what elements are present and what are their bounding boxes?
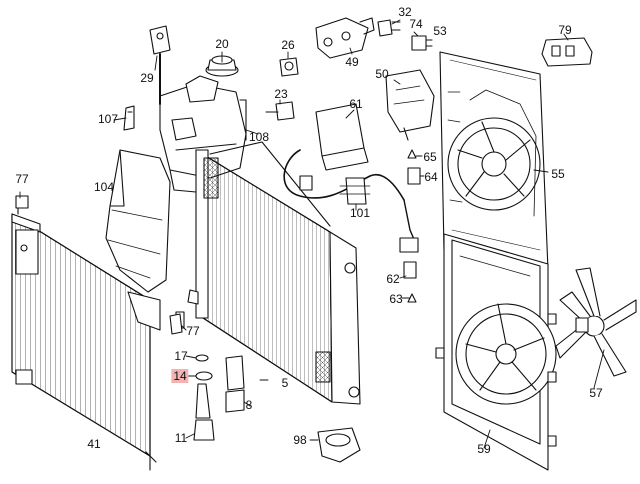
callout-20[interactable]: 20 xyxy=(215,37,229,51)
module-79 xyxy=(541,37,593,67)
callout-32[interactable]: 32 xyxy=(398,5,412,19)
sensor-65 xyxy=(407,149,417,159)
callout-49[interactable]: 49 xyxy=(345,55,359,69)
callout-53[interactable]: 53 xyxy=(433,24,447,38)
air-duct-104 xyxy=(105,149,171,293)
callout-8[interactable]: 8 xyxy=(245,398,253,412)
callout-77-left[interactable]: 77 xyxy=(15,172,29,186)
sensor-assembly-50 xyxy=(385,69,435,141)
relay-53 xyxy=(411,35,433,51)
fan-shroud-55 xyxy=(439,51,549,271)
sensor-62 xyxy=(403,261,417,279)
sender-29 xyxy=(149,25,171,105)
bracket-77-center xyxy=(169,313,183,335)
callout-98[interactable]: 98 xyxy=(293,433,307,447)
callout-65[interactable]: 65 xyxy=(423,150,437,164)
callout-101[interactable]: 101 xyxy=(349,206,371,220)
fan-blade-57 xyxy=(555,267,637,377)
callout-104[interactable]: 104 xyxy=(93,180,115,194)
condenser-41 xyxy=(11,213,161,471)
callout-26[interactable]: 26 xyxy=(281,38,295,52)
expansion-tank xyxy=(159,75,247,193)
callout-41[interactable]: 41 xyxy=(87,437,101,451)
cap-98 xyxy=(317,427,361,463)
drain-plug-11 xyxy=(193,383,215,441)
callout-55[interactable]: 55 xyxy=(551,167,565,181)
callout-11[interactable]: 11 xyxy=(174,431,188,445)
callout-29[interactable]: 29 xyxy=(140,71,154,85)
callout-64[interactable]: 64 xyxy=(424,170,438,184)
callout-107[interactable]: 107 xyxy=(97,112,119,126)
callout-14[interactable]: 14 xyxy=(171,369,189,383)
callout-108[interactable]: 108 xyxy=(248,130,270,144)
callout-59[interactable]: 59 xyxy=(477,442,491,456)
callout-61[interactable]: 61 xyxy=(349,97,363,111)
bracket-107 xyxy=(123,105,135,131)
callout-50[interactable]: 50 xyxy=(375,67,389,81)
callout-74[interactable]: 74 xyxy=(409,17,423,31)
drain-washer-14 xyxy=(195,371,213,381)
drain-valve-8 xyxy=(225,355,245,413)
wiring-harness-101 xyxy=(283,149,419,253)
sensor-26 xyxy=(279,57,299,77)
callout-17[interactable]: 17 xyxy=(174,349,188,363)
callout-62[interactable]: 62 xyxy=(386,272,400,286)
radiator-5 xyxy=(175,141,361,405)
callout-63[interactable]: 63 xyxy=(389,292,403,306)
fan-shroud-59 xyxy=(435,233,557,471)
callout-5[interactable]: 5 xyxy=(281,376,289,390)
connector-block-61 xyxy=(315,103,369,171)
connector-49 xyxy=(315,17,375,59)
sensor-23 xyxy=(265,101,295,121)
drain-ring-17 xyxy=(195,354,209,362)
callout-57[interactable]: 57 xyxy=(589,386,603,400)
callout-79[interactable]: 79 xyxy=(558,23,572,37)
callout-77-center[interactable]: 77 xyxy=(186,324,200,338)
sensor-64 xyxy=(407,167,421,185)
plug-32-74 xyxy=(377,19,401,37)
bracket-77-left xyxy=(15,195,29,215)
callout-23[interactable]: 23 xyxy=(274,87,288,101)
